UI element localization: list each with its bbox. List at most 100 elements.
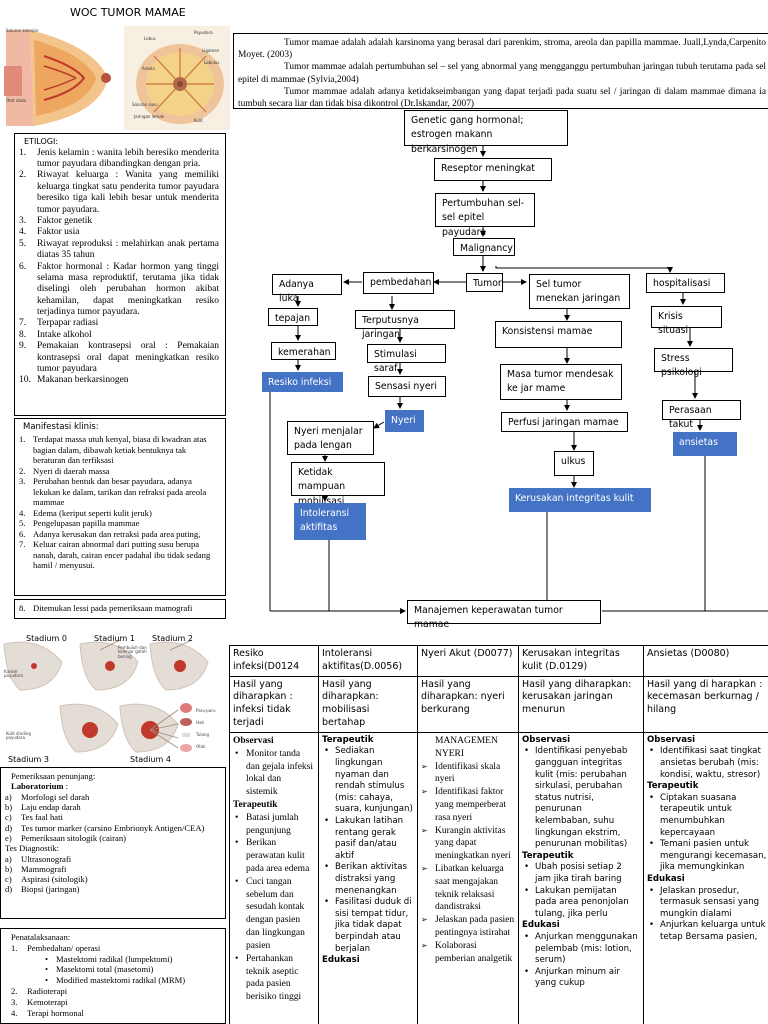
item-text: Terapi hormonal: [27, 1007, 84, 1018]
table-cell: Hasil yang diharapkan: mobilisasi bertah…: [318, 675, 418, 733]
list-item: Anjurkan minum air yang cukup: [522, 967, 640, 990]
list-item: Lakukan pemijatan pada area penonjolan t…: [522, 886, 640, 921]
list-item: Monitor tanda dan gejala infeksi lokal d…: [233, 748, 315, 799]
item-number: 3.: [19, 476, 26, 487]
penatalaksanaan-item: 2.Radioterapi: [5, 986, 221, 997]
table-cell: MANAGEMEN NYERI Identifikasi skala nyeri…: [417, 731, 519, 1024]
penatalaksanaan-subitem: Mastektomi radikal (lumpektomi): [43, 954, 221, 965]
stadium-annotation: Pembuluh dan kelenjar getah bening: [118, 645, 147, 659]
list-item: Identifikasi saat tingkat ansietas berub…: [647, 746, 767, 781]
flow-nyeri-menjalar: Nyeri menjalar pada lengan: [287, 421, 374, 455]
flow-kerusakan: Kerusakan integritas kulit: [509, 488, 651, 512]
penunjang-heading: Pemeriksaan penunjang:: [11, 771, 96, 781]
item-number: d): [5, 822, 13, 833]
list-item: Cuci tangan sebelum dan sesudah kontak d…: [233, 876, 315, 953]
item-number: 1.: [19, 434, 26, 445]
stadium-annotation: Tulang: [196, 732, 210, 737]
list-item: 9.Pemakaian kontrasepsi oral : Pemakaian…: [19, 341, 219, 375]
item-number: 6.: [19, 261, 27, 272]
flow-nyeri: Nyeri: [385, 410, 424, 432]
item-number: 3.: [11, 996, 18, 1007]
list-item: Anjurkan menggunakan pelembab (mis: loti…: [522, 932, 640, 967]
page-title: WOC TUMOR MAMAE: [70, 6, 186, 19]
diag-heading: Tes Diagnostik:: [5, 843, 60, 854]
item-number: 7.: [19, 539, 26, 550]
list-item: 2.Nyeri di daerah massa: [19, 466, 219, 476]
item-text: Terdapat massa utuh kenyal, biasa di kwa…: [33, 434, 207, 466]
stadium-label: Stadium 3: [8, 755, 49, 764]
item-text: Riwayat keluarga : Wanita yang memiliki …: [37, 170, 219, 215]
list-item: Identifikasi faktor yang memperberat ras…: [421, 786, 515, 824]
subitem-text: Modified mastektomi radikal (MRM): [56, 975, 186, 986]
item-text: Keluar cairan abnormal dari putting susu…: [33, 539, 211, 571]
list-item: Jelaskan pada pasien pentingnya istiraha…: [421, 914, 515, 940]
item-text: Terpapar radiasi: [37, 318, 99, 329]
flow-stress: Stress psikologi: [654, 348, 733, 378]
list-item: Kurangin aktivitas yang dapat meningkatk…: [421, 825, 515, 863]
table-cell: Hasil yang diharapkan: nyeri berkurang: [417, 675, 519, 733]
lab-heading-row: Laboratorium :: [11, 781, 221, 791]
item-text: Biopsi (jaringan): [21, 884, 80, 895]
item-text: Perubahan bentuk dan besar payudara, ada…: [33, 476, 207, 508]
manifestasi-box: Manifestasi klinis: 1.Terdapat massa utu…: [14, 418, 226, 596]
list-item: Berikan perawatan kulit pada area edema: [233, 837, 315, 875]
list-item: 5.Riwayat reproduksi : melahirkan anak p…: [19, 239, 219, 262]
cell-heading: Observasi: [233, 735, 274, 746]
item-number: 2.: [19, 170, 27, 181]
penatalaksanaan-item: 4. Terapi hormonal: [5, 1008, 221, 1019]
table-row-intervention: Observasi Monitor tanda dan gejala infek…: [229, 731, 768, 1024]
item-text: Laju endap darah: [21, 801, 81, 812]
flow-terputusnya: Terputusnya jaringan: [355, 310, 455, 340]
item-number: 2.: [11, 986, 18, 997]
item-text: Nyeri di daerah massa: [33, 465, 110, 476]
stadium-annotation: Kulit dinding payudara: [6, 731, 31, 741]
table-row-outcome: Hasil yang diharapkan : infeksi tidak te…: [229, 675, 768, 733]
list-item: Lakukan latihan rentang gerak pasif dan/…: [322, 816, 414, 862]
subitem-text: Masektomi total (masetomi): [56, 964, 154, 975]
list-item: Ciptakan suasana terapeutik untuk menumb…: [647, 793, 767, 839]
table-cell: Observasi Identifikasi saat tingkat ansi…: [643, 731, 768, 1024]
list-item: 5.Pengelupasan papilla mammae: [19, 518, 219, 528]
stadium-illustration: Stadium 0 Stadium 1 Stadium 2 Stadium 3 …: [0, 632, 228, 764]
table-cell: Observasi Identifikasi penyebab gangguan…: [518, 731, 644, 1024]
table-cell: Hasil yang diharapkan : infeksi tidak te…: [229, 675, 319, 733]
item-number: 8.: [19, 329, 27, 340]
table-cell: Resiko infeksi(D0124: [229, 645, 319, 677]
definition-box: Tumor mamae adalah adalah karsinoma yang…: [233, 33, 768, 109]
flow-pertumbuhan: Pertumbuhan sel-sel epitel payudara: [435, 193, 535, 238]
flow-sel-tumor: Sel tumor menekan jaringan: [529, 274, 630, 309]
table-cell: Kerusakan integritas kulit (D.0129): [518, 645, 644, 677]
flow-pembedahan: pembedahan: [363, 272, 434, 294]
item-number: 5.: [19, 518, 26, 529]
stadium-annotation: Kanker payudara: [4, 669, 23, 679]
list-item: Pertahankan teknik aseptic pada pasien b…: [233, 953, 315, 1004]
anatomy-label: Lobulus: [204, 60, 220, 65]
anatomy-label: Kulit: [194, 118, 203, 123]
cell-heading: Terapeutik: [522, 850, 574, 861]
flow-perasaan: Perasaan takut: [662, 400, 741, 430]
item-text: Jenis kelamin : wanita lebih beresiko me…: [37, 147, 219, 169]
list-item: Temani pasien untuk mengurangi kecemasan…: [647, 839, 767, 874]
item-number: a): [5, 853, 12, 864]
cell-heading: Terapeutik: [233, 799, 278, 810]
lab-heading: Laboratorium: [11, 781, 64, 792]
item-text: Pembedahan/ operasi: [27, 942, 101, 953]
cell-heading: Terapeutik: [322, 734, 374, 745]
cell-heading: Observasi: [647, 734, 696, 745]
item-number: 4.: [11, 1007, 18, 1018]
penunjang-box: Pemeriksaan penunjang: Laboratorium : a)…: [0, 767, 226, 919]
item-text: Pemakaian kontrasepsi oral : Pemakaian k…: [37, 341, 219, 375]
penatalaksanaan-item: 1.Pembedahan/ operasi: [5, 943, 221, 954]
flow-ansietas: ansietas: [673, 432, 737, 456]
item-number: 10.: [19, 375, 31, 386]
item-text: Pemeriksaan sitologik (cairan): [21, 832, 127, 843]
stadium-annotation: Paru-paru: [196, 708, 216, 713]
nursing-care-table: Resiko infeksi(D0124 Intoleransi aktifit…: [229, 645, 768, 1024]
stadium-label: Stadium 0: [26, 634, 67, 643]
list-item: a)Ultrasonografi: [5, 854, 221, 864]
manifestasi-list: 1. Terdapat massa utuh kenyal, biasa di k…: [19, 434, 219, 570]
cell-heading: Terapeutik: [647, 781, 699, 792]
item-text: Intake alkohol: [37, 329, 92, 340]
penatalaksanaan-heading: Penatalaksanaan:: [11, 932, 71, 942]
list-item: Batasi jumlah pengunjung: [233, 812, 315, 838]
